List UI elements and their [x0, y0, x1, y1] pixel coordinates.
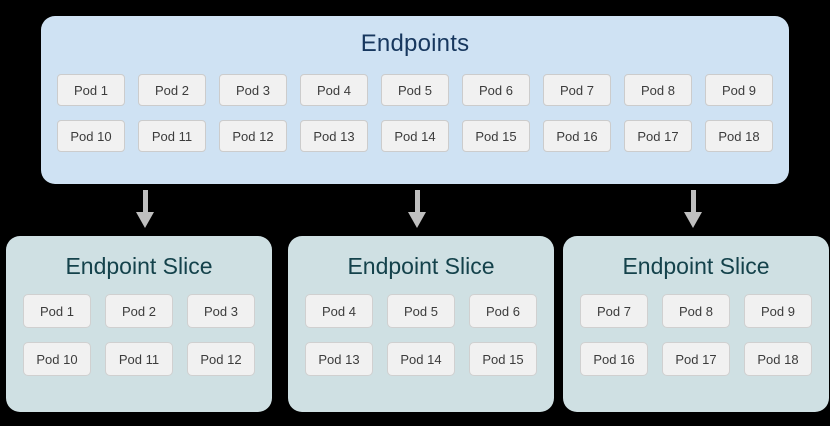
pod-chip[interactable]: Pod 6	[469, 294, 537, 328]
down-arrow-icon	[404, 190, 430, 228]
endpoint-slice-title: Endpoint Slice	[622, 253, 770, 279]
pod-chip[interactable]: Pod 8	[624, 74, 692, 106]
endpoint-slice-title: Endpoint Slice	[65, 253, 213, 279]
pod-chip[interactable]: Pod 2	[138, 74, 206, 106]
endpoint-slice-box-3: Endpoint Slice Pod 7 Pod 8 Pod 9 Pod 16 …	[563, 236, 829, 412]
endpoint-slice-pod-row: Pod 16 Pod 17 Pod 18	[563, 342, 829, 376]
pod-chip[interactable]: Pod 11	[138, 120, 206, 152]
pod-chip[interactable]: Pod 16	[580, 342, 648, 376]
pod-chip[interactable]: Pod 17	[662, 342, 730, 376]
pod-chip[interactable]: Pod 1	[57, 74, 125, 106]
endpoint-slice-box-1: Endpoint Slice Pod 1 Pod 2 Pod 3 Pod 10 …	[6, 236, 272, 412]
endpoint-slice-pod-row: Pod 7 Pod 8 Pod 9	[563, 294, 829, 328]
pod-chip[interactable]: Pod 16	[543, 120, 611, 152]
pod-chip[interactable]: Pod 4	[305, 294, 373, 328]
arrow-head	[684, 212, 702, 228]
pod-chip[interactable]: Pod 15	[462, 120, 530, 152]
endpoints-box: Endpoints Pod 1 Pod 2 Pod 3 Pod 4 Pod 5 …	[41, 16, 789, 184]
pod-chip[interactable]: Pod 3	[219, 74, 287, 106]
pod-chip[interactable]: Pod 9	[744, 294, 812, 328]
endpoints-pod-row: Pod 1 Pod 2 Pod 3 Pod 4 Pod 5 Pod 6 Pod …	[41, 74, 789, 106]
pod-chip[interactable]: Pod 10	[23, 342, 91, 376]
endpoint-slice-box-2: Endpoint Slice Pod 4 Pod 5 Pod 6 Pod 13 …	[288, 236, 554, 412]
pod-chip[interactable]: Pod 9	[705, 74, 773, 106]
pod-chip[interactable]: Pod 13	[305, 342, 373, 376]
arrow-head	[136, 212, 154, 228]
down-arrow-icon	[680, 190, 706, 228]
pod-chip[interactable]: Pod 7	[580, 294, 648, 328]
pod-chip[interactable]: Pod 5	[387, 294, 455, 328]
endpoint-slice-title: Endpoint Slice	[347, 253, 495, 279]
pod-chip[interactable]: Pod 11	[105, 342, 173, 376]
down-arrow-icon	[132, 190, 158, 228]
pod-chip[interactable]: Pod 4	[300, 74, 368, 106]
arrow-head	[408, 212, 426, 228]
pod-chip[interactable]: Pod 14	[381, 120, 449, 152]
pod-chip[interactable]: Pod 14	[387, 342, 455, 376]
pod-chip[interactable]: Pod 15	[469, 342, 537, 376]
endpoint-slice-pod-row: Pod 10 Pod 11 Pod 12	[6, 342, 272, 376]
endpoint-slice-pod-row: Pod 1 Pod 2 Pod 3	[6, 294, 272, 328]
pod-chip[interactable]: Pod 10	[57, 120, 125, 152]
endpoints-pod-grid: Pod 1 Pod 2 Pod 3 Pod 4 Pod 5 Pod 6 Pod …	[41, 74, 789, 166]
pod-chip[interactable]: Pod 18	[705, 120, 773, 152]
pod-chip[interactable]: Pod 13	[300, 120, 368, 152]
pod-chip[interactable]: Pod 6	[462, 74, 530, 106]
pod-chip[interactable]: Pod 8	[662, 294, 730, 328]
endpoints-pod-row: Pod 10 Pod 11 Pod 12 Pod 13 Pod 14 Pod 1…	[41, 120, 789, 152]
endpoints-title: Endpoints	[360, 30, 470, 57]
arrow-shaft	[143, 190, 148, 214]
arrow-shaft	[691, 190, 696, 214]
pod-chip[interactable]: Pod 18	[744, 342, 812, 376]
pod-chip[interactable]: Pod 2	[105, 294, 173, 328]
pod-chip[interactable]: Pod 3	[187, 294, 255, 328]
endpoint-slice-pod-row: Pod 4 Pod 5 Pod 6	[288, 294, 554, 328]
arrow-shaft	[415, 190, 420, 214]
endpoint-slice-pod-grid: Pod 4 Pod 5 Pod 6 Pod 13 Pod 14 Pod 15	[288, 294, 554, 390]
pod-chip[interactable]: Pod 1	[23, 294, 91, 328]
pod-chip[interactable]: Pod 12	[187, 342, 255, 376]
endpoint-slice-pod-row: Pod 13 Pod 14 Pod 15	[288, 342, 554, 376]
pod-chip[interactable]: Pod 7	[543, 74, 611, 106]
endpoint-slice-pod-grid: Pod 1 Pod 2 Pod 3 Pod 10 Pod 11 Pod 12	[6, 294, 272, 390]
pod-chip[interactable]: Pod 17	[624, 120, 692, 152]
endpoint-slice-pod-grid: Pod 7 Pod 8 Pod 9 Pod 16 Pod 17 Pod 18	[563, 294, 829, 390]
pod-chip[interactable]: Pod 5	[381, 74, 449, 106]
pod-chip[interactable]: Pod 12	[219, 120, 287, 152]
